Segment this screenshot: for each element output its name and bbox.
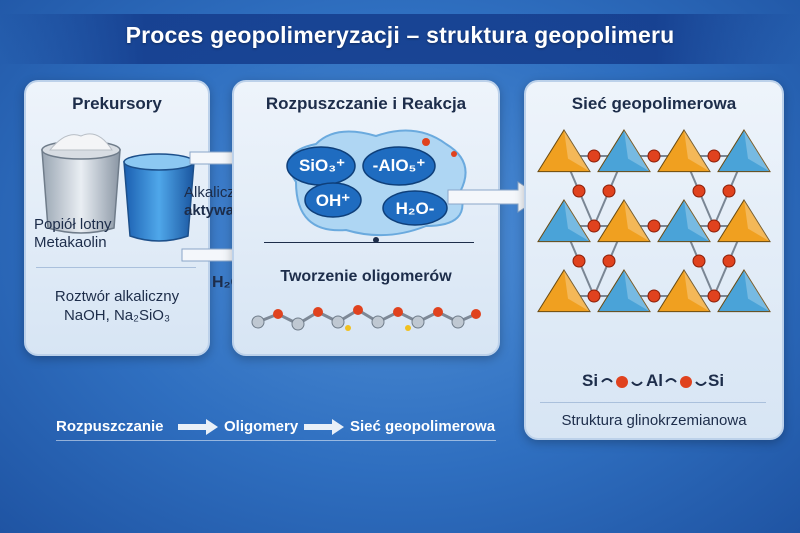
reaction-panel: Rozpuszczanie i Reakcja SiO₃⁺ -AlO₅⁺ OH⁺… bbox=[232, 80, 500, 356]
chain-si-1: Si bbox=[582, 371, 599, 390]
oxygen-atom bbox=[647, 219, 661, 233]
oxygen-atom bbox=[707, 219, 721, 233]
oxygen-atom bbox=[587, 219, 601, 233]
ion-label-sio3: SiO₃⁺ bbox=[298, 156, 346, 175]
tetrahedron bbox=[537, 199, 591, 243]
oligomer-chain-icon bbox=[251, 305, 481, 331]
title-banner bbox=[0, 14, 800, 64]
tetrahedron bbox=[657, 129, 711, 173]
reaction-title: Rozpuszczanie i Reakcja bbox=[265, 94, 467, 113]
oxygen-atom bbox=[647, 289, 661, 303]
chain-si-2: Si bbox=[708, 371, 725, 390]
tetrahedron bbox=[597, 269, 651, 313]
tetrahedron bbox=[537, 269, 591, 313]
ion-bubble-oh bbox=[304, 182, 362, 218]
tetrahedron bbox=[717, 129, 771, 173]
metakaolin-label: Metakaolin bbox=[34, 234, 107, 251]
flow-divider bbox=[56, 440, 496, 441]
ion-bubble-alo5 bbox=[362, 146, 436, 186]
oligomer-label: Tworzenie oligomerów bbox=[280, 268, 452, 285]
tetrahedron bbox=[597, 129, 651, 173]
network-panel: Sieć geopolimerowa Si Al Si Struktura gl… bbox=[524, 80, 784, 440]
tetrahedron bbox=[537, 129, 591, 173]
tetrahedron bbox=[717, 269, 771, 313]
oxygen-atom bbox=[692, 184, 706, 198]
oxygen-atom bbox=[602, 254, 616, 268]
precursors-title: Prekursory bbox=[72, 94, 162, 113]
precursors-panel: Prekursory Popiół lotny Metakaolin Roztw… bbox=[24, 80, 210, 356]
oxygen-atom bbox=[572, 184, 586, 198]
oxygen-atom bbox=[722, 184, 736, 198]
fly-ash-container-icon bbox=[41, 133, 121, 234]
network-title: Sieć geopolimerowa bbox=[571, 94, 737, 113]
oxygen-atom bbox=[722, 254, 736, 268]
tetrahedron bbox=[657, 199, 711, 243]
oxygen-atom bbox=[707, 289, 721, 303]
oxygen-atom bbox=[647, 149, 661, 163]
solution-label: Roztwór alkaliczny bbox=[54, 288, 180, 305]
fly-ash-label: Popiół lotny bbox=[34, 216, 112, 233]
ion-label-h2o: H₂O- bbox=[395, 199, 435, 218]
oxygen-atom bbox=[602, 184, 616, 198]
ion-bubble-h2o bbox=[382, 190, 448, 226]
chain-al: Al bbox=[646, 371, 663, 390]
flow-step-network: Sieć geopolimerowa bbox=[350, 418, 496, 435]
tetrahedron bbox=[597, 199, 651, 243]
page-title: Proces geopolimeryzacji – struktura geop… bbox=[125, 22, 675, 48]
oxygen-atom bbox=[587, 149, 601, 163]
flow-step-dissolution: Rozpuszczanie bbox=[56, 418, 164, 435]
aluminosilicate-lattice-icon bbox=[537, 129, 771, 313]
oxygen-atom bbox=[572, 254, 586, 268]
flow-arrow-2-icon bbox=[304, 419, 344, 435]
ion-label-alo5: -AlO₅⁺ bbox=[372, 156, 426, 175]
flow-step-oligomers: Oligomery bbox=[224, 418, 299, 435]
chain-bond-2-icon bbox=[665, 376, 707, 388]
network-divider bbox=[540, 402, 766, 403]
solution-formula: NaOH, Na₂SiO₃ bbox=[63, 307, 171, 324]
tetrahedron bbox=[717, 199, 771, 243]
process-flow: Rozpuszczanie Oligomery Sieć geopolimero… bbox=[56, 416, 516, 438]
oxygen-atom bbox=[692, 254, 706, 268]
precursors-divider bbox=[36, 267, 196, 268]
reaction-divider bbox=[264, 242, 474, 243]
ion-label-oh: OH⁺ bbox=[315, 191, 351, 210]
oxygen-atom bbox=[707, 149, 721, 163]
tetrahedron bbox=[657, 269, 711, 313]
metakaolin-container-icon bbox=[123, 153, 195, 242]
oxygen-atom bbox=[587, 289, 601, 303]
flow-arrow-1-icon bbox=[178, 419, 218, 435]
chain-bond-1-icon bbox=[601, 376, 643, 388]
network-caption: Struktura glinokrzemianowa bbox=[561, 412, 747, 429]
